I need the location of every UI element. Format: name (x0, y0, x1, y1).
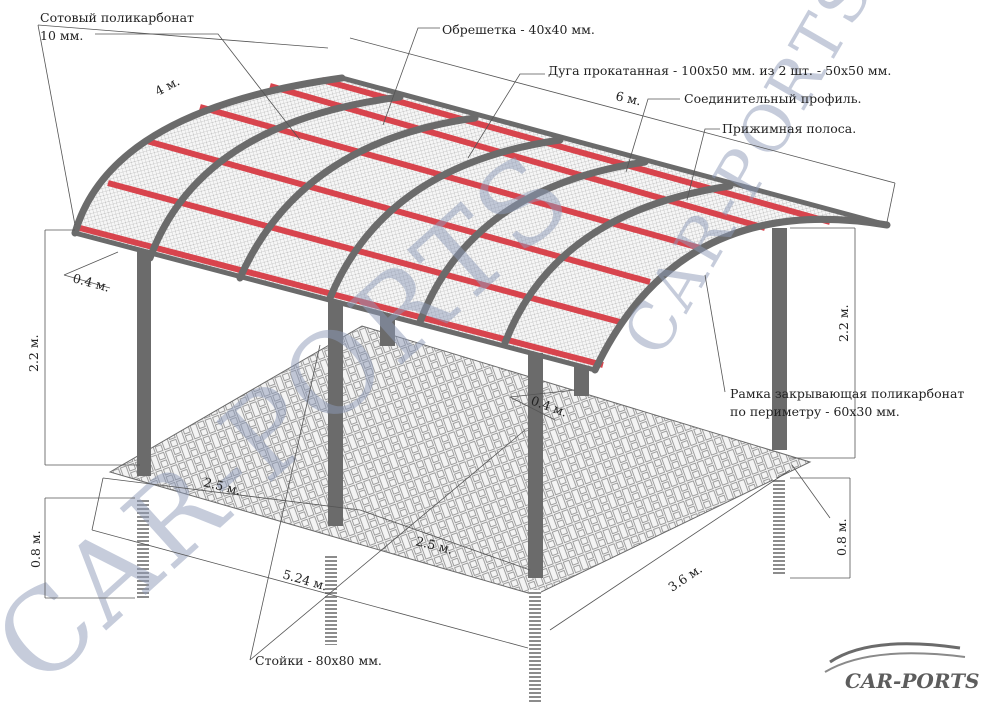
arch-6 (501, 182, 734, 347)
leader-lines (95, 27, 726, 661)
label-polycarbonate-line2: 10 мм. (40, 28, 83, 43)
footing-front (529, 590, 541, 702)
arch-7 (591, 215, 891, 374)
post-right (772, 228, 787, 450)
footings (137, 478, 785, 702)
footing-right (773, 478, 785, 576)
dimension-lines (37, 24, 896, 649)
arch-2 (146, 93, 404, 262)
arch-1 (71, 74, 346, 237)
dim-height-right: 2.2 м. (836, 304, 851, 342)
dim-overhang-left: 0.4 м. (71, 270, 111, 294)
label-lathing: Обрешетка - 40х40 мм. (442, 22, 595, 37)
label-frame-line2: по периметру - 60х30 мм. (730, 404, 900, 419)
label-frame-line1: Рамка закрывающая поликарбонат (730, 386, 964, 401)
dim-height-left: 2.2 м. (26, 334, 41, 372)
roof-frame (74, 75, 888, 373)
label-clamp: Прижимная полоса. (722, 121, 856, 136)
roof-sheet (75, 78, 887, 370)
arch-4 (326, 136, 564, 302)
dim-diagonal: 5.24 м. (281, 566, 329, 593)
footing-left (137, 500, 149, 598)
post-front-left (137, 250, 151, 476)
dim-footing-left: 0.8 м. (28, 530, 43, 568)
label-connector: Соединительный профиль. (684, 91, 862, 106)
dim-footing-right: 0.8 м. (834, 518, 849, 556)
post-front-middle (328, 302, 343, 526)
paving-slab (108, 325, 812, 596)
dim-roof-width: 4 м. (152, 73, 182, 98)
car-ports-logo: CAR-PORTS (824, 642, 979, 693)
label-arch: Дуга прокатанная - 100х50 мм. из 2 шт. -… (548, 63, 891, 78)
label-polycarbonate-line1: Сотовый поликарбонат (40, 10, 194, 25)
arch-5 (416, 158, 649, 326)
roof-arches (71, 74, 891, 374)
front-posts (137, 228, 787, 578)
arch-3 (236, 114, 479, 282)
dim-depth: 3.6 м. (665, 561, 705, 594)
post-front-corner (528, 353, 543, 578)
purlins (79, 77, 831, 368)
label-posts: Стойки - 80х80 мм. (255, 653, 382, 668)
dim-roof-length: 6 м. (614, 88, 642, 108)
logo-text: CAR-PORTS (845, 669, 979, 693)
footing-middle (325, 555, 337, 645)
